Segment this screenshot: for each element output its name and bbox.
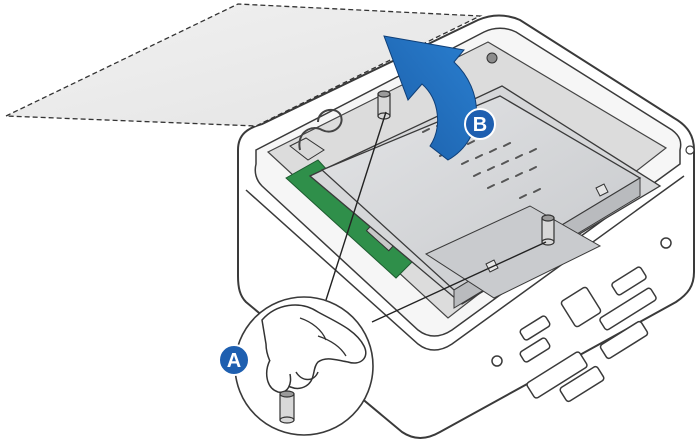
- standoff-right: [541, 214, 555, 246]
- chassis-front-edge: [245, 175, 685, 351]
- drive-clip-1: [485, 259, 499, 273]
- standoff-top: [377, 90, 391, 120]
- rear-port-7: [599, 320, 649, 360]
- callout-label-a: A: [227, 350, 241, 372]
- drive-clip-2: [595, 183, 609, 197]
- rear-port-4: [519, 315, 551, 341]
- rear-port-3: [599, 287, 657, 331]
- finger-line-2: [299, 317, 327, 341]
- rear-port-6: [526, 351, 588, 399]
- chassis-corner-screw: [685, 145, 695, 155]
- callout-label-b: B: [473, 114, 487, 136]
- rear-port-8: [559, 365, 605, 403]
- magnifier-detail: [234, 296, 374, 436]
- bracket-screw-hole: [486, 52, 498, 64]
- rear-port-round-2: [491, 355, 503, 367]
- hand-illustration: [261, 304, 367, 424]
- rear-port-2: [611, 266, 647, 296]
- finger-thumb: [265, 359, 292, 393]
- finger-line: [317, 335, 347, 357]
- callout-badge-b: B: [464, 108, 496, 140]
- drive-lower-tray: [424, 205, 602, 299]
- leader-line-top: [325, 111, 387, 301]
- standoff-in-hand: [279, 390, 295, 424]
- finger-index: [295, 371, 319, 381]
- drive-assembly: [308, 52, 662, 309]
- callout-badge-a: A: [218, 344, 250, 376]
- rear-port-5: [519, 337, 551, 363]
- leader-line-right: [371, 241, 547, 323]
- io-ports: [491, 237, 672, 403]
- antenna-cable: [298, 108, 343, 151]
- lifted-lid: [5, 3, 483, 127]
- rear-port-round-1: [660, 237, 672, 249]
- rear-port-1: [560, 286, 602, 328]
